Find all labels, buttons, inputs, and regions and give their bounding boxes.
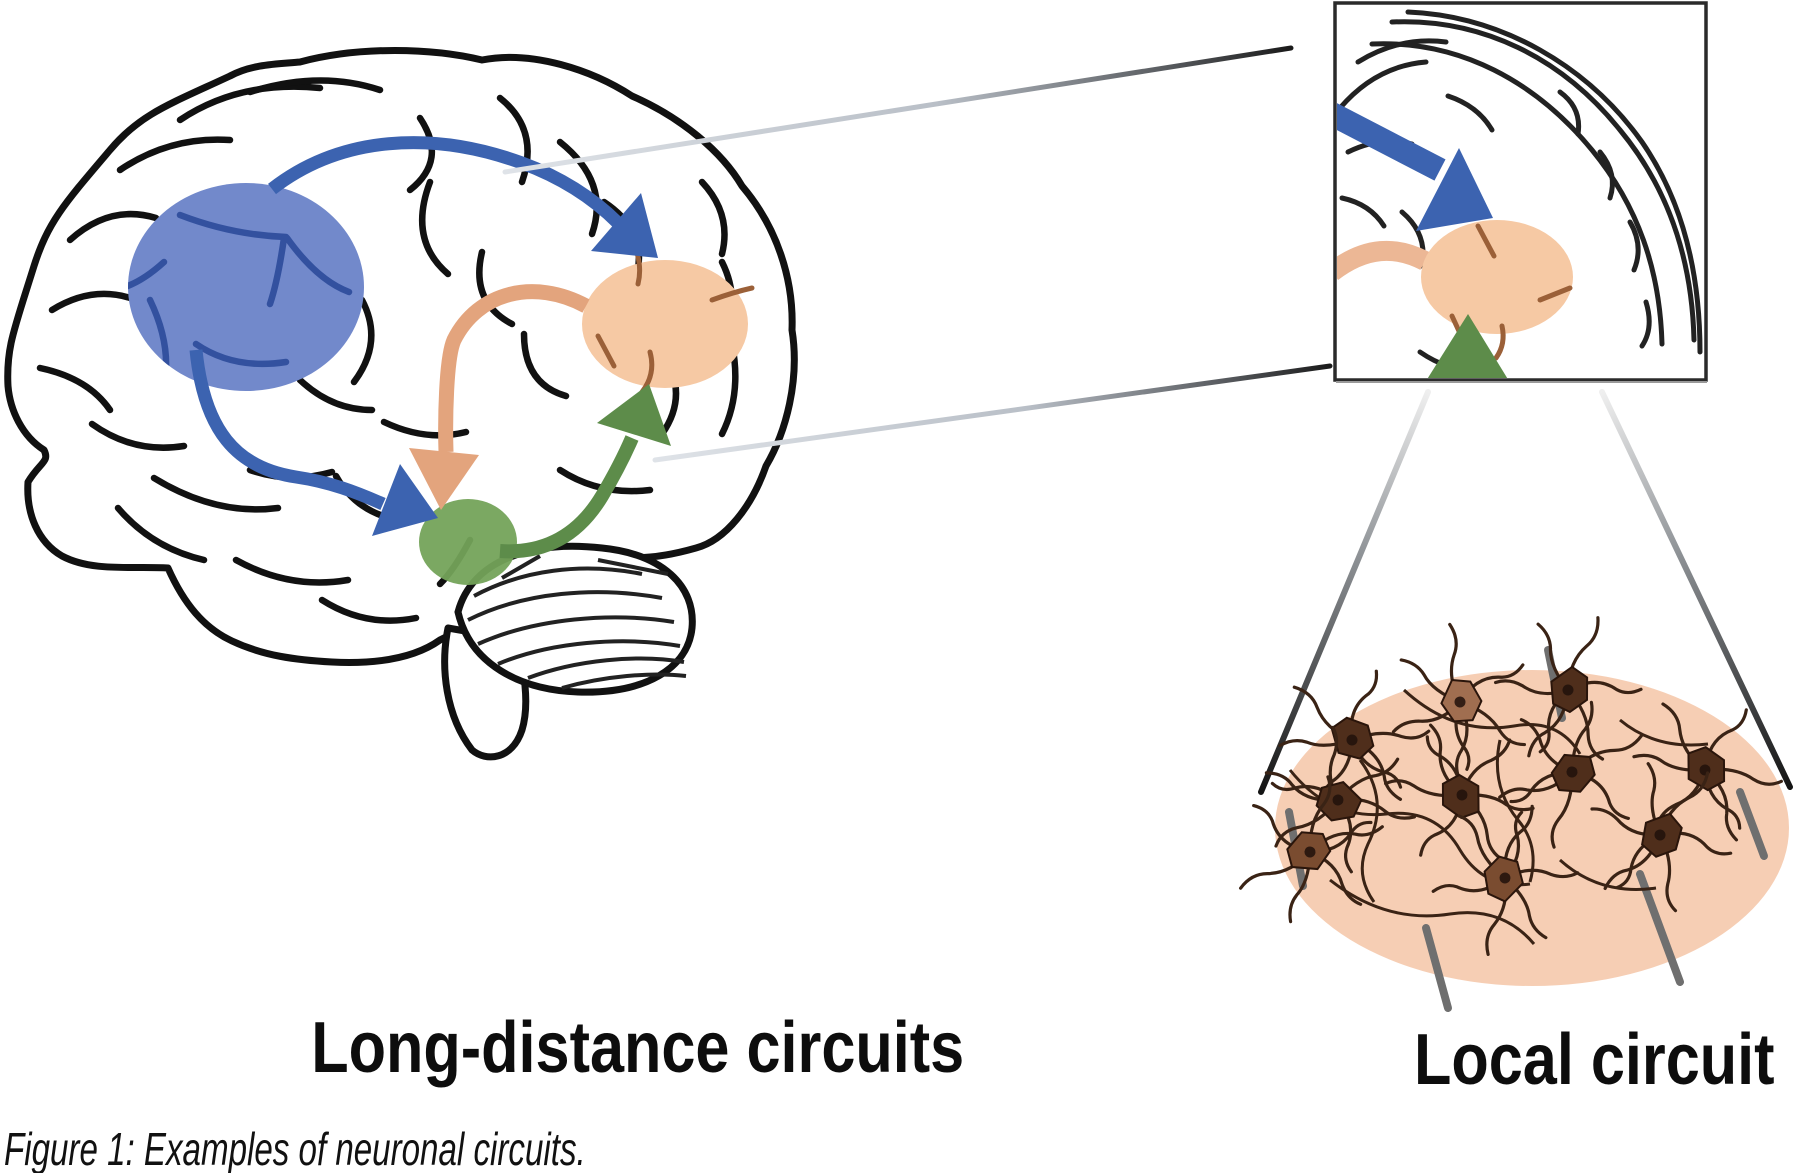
orange-region	[582, 229, 755, 395]
long-distance-circuits-label: Long-distance circuits	[311, 1008, 965, 1088]
zoom-line-right	[1599, 389, 1793, 790]
zoom-line-top	[502, 45, 1294, 175]
neuron-field	[1211, 600, 1800, 1012]
cerebellum	[454, 542, 696, 696]
green-region	[419, 499, 517, 585]
local-circuit-label: Local circuit	[1414, 1020, 1775, 1100]
inset-box	[1333, 1, 1708, 383]
blue-arrow-top	[268, 136, 658, 258]
green-arrow	[499, 384, 671, 559]
inset-orange-arc	[1337, 240, 1430, 281]
blue-region	[128, 183, 364, 391]
zoom-line-middle	[652, 363, 1333, 463]
zoom-line-left	[1258, 389, 1431, 795]
inset-green-arrowhead	[1427, 314, 1508, 378]
inset-orange-region	[1421, 220, 1573, 361]
orange-arrow	[409, 284, 590, 510]
figure-caption: Figure 1: Examples of neuronal circuits.	[4, 1123, 586, 1173]
brain-drawing	[4, 47, 798, 761]
blue-arrow-down	[189, 349, 438, 536]
inset-blue-arrow	[1337, 103, 1493, 231]
